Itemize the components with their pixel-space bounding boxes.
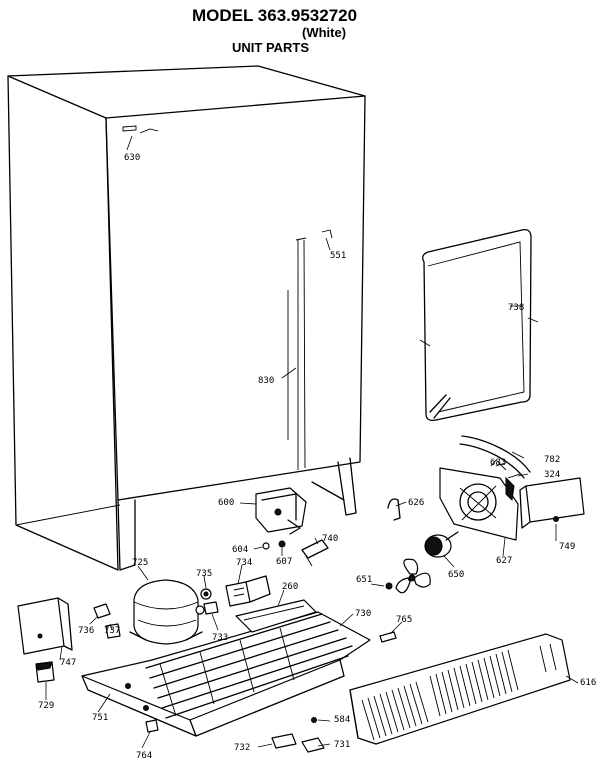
part-label-627: 627 — [496, 556, 512, 566]
mounting-bracket-drawing — [17, 597, 121, 683]
part-label-600: 600 — [218, 498, 234, 508]
control-bracket-drawing — [519, 477, 585, 529]
part-label-735: 735 — [196, 569, 212, 579]
part-label-765: 765 — [396, 615, 412, 625]
model-title: MODEL 363.9532720 — [192, 6, 357, 25]
part-label-616: 616 — [580, 678, 596, 688]
part-label-260: 260 — [282, 582, 298, 592]
part-label-730: 730 — [355, 609, 371, 619]
drain-tube-drawing — [459, 435, 531, 479]
part-label-626: 626 — [408, 498, 424, 508]
part-labels: 630 551 830 738 782 683 324 626 600 740 … — [38, 153, 596, 761]
small-hardware-drawing — [145, 461, 521, 753]
part-label-630: 630 — [124, 153, 140, 163]
leader-lines — [45, 135, 579, 749]
model-variant: (White) — [302, 25, 346, 40]
fan-motor-drawing — [424, 531, 459, 558]
part-label-731: 731 — [334, 740, 350, 750]
condenser-and-base-drawing — [81, 599, 371, 737]
part-label-782: 782 — [544, 455, 560, 465]
part-label-584: 584 — [334, 715, 350, 725]
part-label-604: 604 — [232, 545, 248, 555]
cabinet-drawing — [7, 65, 366, 571]
part-label-740: 740 — [322, 534, 338, 544]
fan-blade-drawing — [385, 558, 431, 594]
part-label-734: 734 — [236, 558, 252, 568]
part-label-738: 738 — [508, 303, 524, 313]
grille-drawing — [349, 633, 571, 745]
part-label-764: 764 — [136, 751, 152, 761]
part-label-749: 749 — [559, 542, 575, 552]
part-label-737: 737 — [104, 626, 120, 636]
part-label-733: 733 — [212, 633, 228, 643]
part-label-683: 683 — [490, 458, 506, 468]
part-label-324: 324 — [544, 470, 560, 480]
part-label-747: 747 — [60, 658, 76, 668]
heater-loop-drawing — [419, 228, 539, 422]
part-label-551: 551 — [330, 251, 346, 261]
part-label-830: 830 — [258, 376, 274, 386]
defrost-timer-drawing — [255, 487, 401, 567]
fan-shroud-drawing — [439, 467, 519, 541]
part-label-607: 607 — [276, 557, 292, 567]
part-label-650: 650 — [448, 570, 464, 580]
part-label-651: 651 — [356, 575, 372, 585]
section-title: UNIT PARTS — [232, 40, 309, 55]
part-label-729: 729 — [38, 701, 54, 711]
part-label-725: 725 — [132, 558, 148, 568]
part-label-736: 736 — [78, 626, 94, 636]
compressor-drawing — [129, 575, 271, 645]
part-label-751: 751 — [92, 713, 108, 723]
part-label-732: 732 — [234, 743, 250, 753]
